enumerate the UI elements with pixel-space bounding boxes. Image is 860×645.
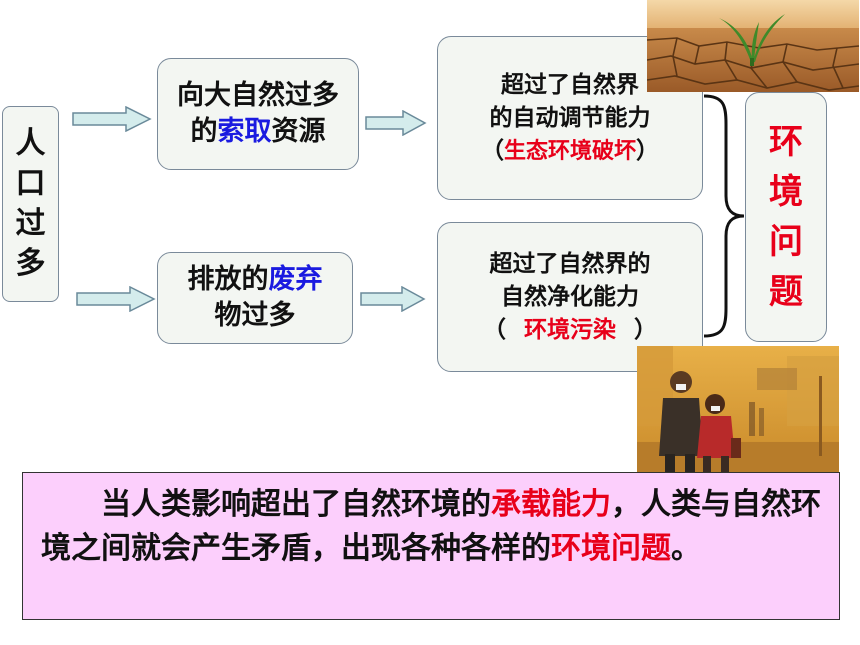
purification-line2: 自然净化能力 [501,283,639,310]
over-extraction-box: 向大自然过多 的索取资源 [157,58,359,170]
population-char: 人 [15,126,46,161]
result-char: 问 [769,222,803,262]
ecological-damage-label: 生态环境破坏 [503,138,636,164]
arrow-to-waste-box [76,286,156,312]
sandstorm-pedestrians-photo [637,346,839,472]
curly-brace [703,94,745,338]
extraction-highlight: 索取 [217,116,272,147]
conclusion-text: 当人类影响超出了自然环境的承载能力，人类与自然环境之间就会产生矛盾，出现各种各样… [22,472,840,620]
waste-discharge-box: 排放的废弃 物过多 [157,252,353,344]
waste-highlight: 废弃 [268,264,323,295]
over-extraction-line1: 向大自然过多 [177,80,339,111]
waste-discharge-line1: 排放的废弃 [187,264,323,295]
arrow-to-purification-box [360,286,426,312]
environmental-problems-box: 环 境 问 题 [745,92,827,342]
arrow-to-regulation-box [365,110,427,136]
purification-line1: 超过了自然界的 [489,250,651,277]
over-extraction-line2: 的索取资源 [190,116,326,147]
purification-line3: （环境污染） [483,316,657,343]
self-regulation-line3: （生态环境破坏） [480,137,659,164]
arrow-to-take-box [72,106,152,132]
self-regulation-line1: 超过了自然界 [501,71,639,98]
cracked-earth-seedling-photo [647,0,859,92]
self-regulation-line2: 的自动调节能力 [489,104,651,131]
population-box: 人 口 过 多 [2,106,59,302]
population-char: 口 [15,166,46,201]
waste-discharge-line2: 物过多 [214,300,296,331]
result-char: 境 [769,172,803,212]
result-char: 环 [769,122,803,162]
carrying-capacity-highlight: 承载能力 [491,487,611,522]
environmental-problems-highlight: 环境问题 [551,531,671,566]
pollution-label: 环境污染 [524,316,616,343]
result-char: 题 [769,272,803,312]
population-char: 多 [15,246,46,281]
population-char: 过 [15,206,46,241]
